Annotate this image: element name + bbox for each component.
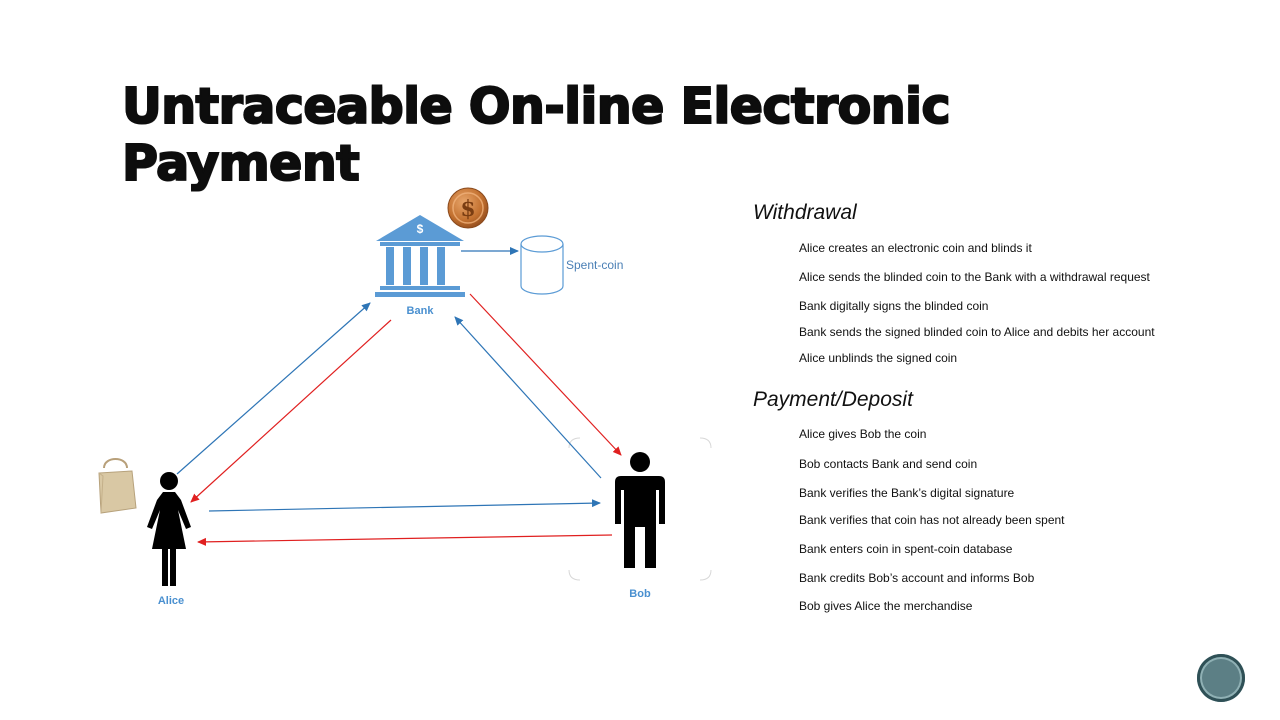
coin-icon: $ [447,187,489,229]
withdrawal-step: Alice sends the blinded coin to the Bank… [799,270,1150,284]
man-icon [615,452,665,568]
withdrawal-step: Bank sends the signed blinded coin to Al… [799,325,1155,339]
bank-to-alice-arrow [190,319,392,503]
slide-nav-button[interactable] [1197,654,1245,702]
payment-heading: Payment/Deposit [753,388,913,411]
bank-icon: $ [375,215,465,297]
coin-dollar-symbol: $ [460,196,475,222]
bob-to-bank-arrow [454,316,602,479]
alice-to-bob-arrow [208,499,601,512]
slide-title: Untraceable On-line Electronic Payment [121,77,952,193]
payment-step: Bank verifies the Bank’s digital signatu… [799,486,1015,500]
alice-label: Alice [158,595,184,607]
payment-step: Bob contacts Bank and send coin [799,457,978,471]
woman-icon [147,472,191,586]
payment-step: Bank enters coin in spent-coin database [799,542,1013,556]
bob-label: Bob [629,588,651,600]
withdrawal-heading: Withdrawal [753,201,857,224]
payment-step: Bank verifies that coin has not already … [799,513,1065,527]
bank-to-bob-arrow [469,293,622,456]
payment-step: Bank credits Bob’s account and informs B… [799,571,1035,585]
withdrawal-step: Alice creates an electronic coin and bli… [799,241,1032,255]
payment-step: Alice gives Bob the coin [799,427,927,441]
bob-selection-bracket [568,437,712,581]
database-icon [520,235,564,295]
bob-to-alice-arrow [197,534,613,546]
shopping-bag-icon [98,458,137,514]
bank-dollar-symbol: $ [417,222,424,236]
bank-label: Bank [407,305,435,317]
spent-coin-label: Spent-coin [566,258,623,272]
payment-step: Bob gives Alice the merchandise [799,599,973,613]
withdrawal-step: Bank digitally signs the blinded coin [799,299,989,313]
alice-to-bank-arrow [176,302,371,475]
withdrawal-step: Alice unblinds the signed coin [799,351,958,365]
